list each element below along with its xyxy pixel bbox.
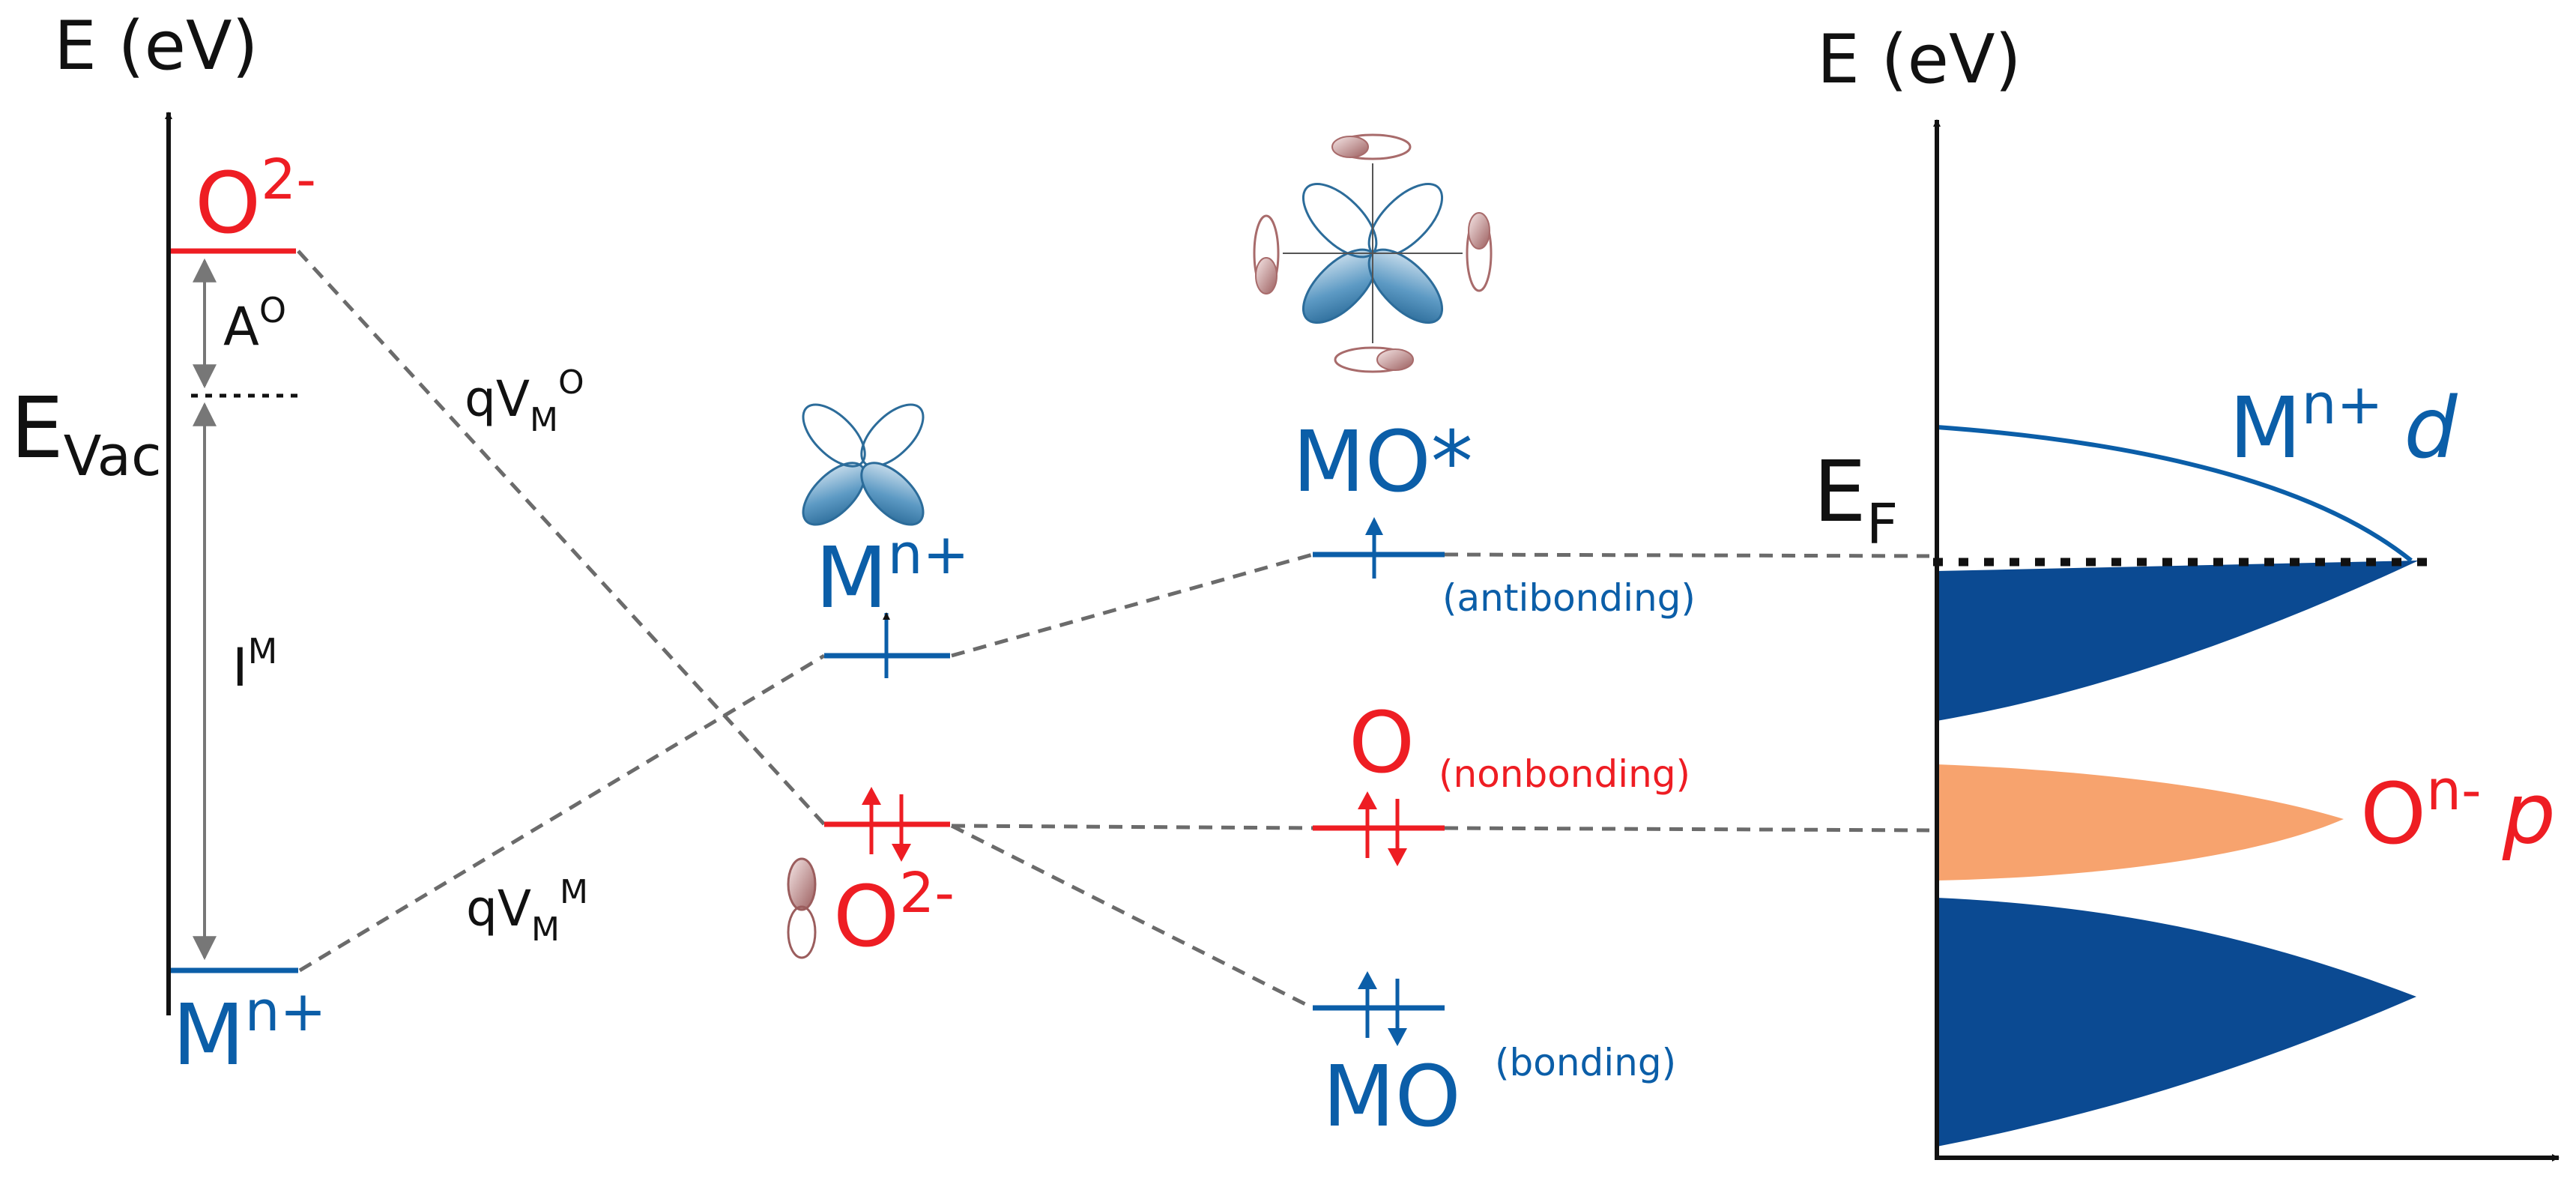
nonbonding-o-label: O: [1349, 695, 1415, 792]
band-axis-label: E (eV): [1817, 20, 2022, 99]
nonbonding-to-pband-line: [1444, 826, 1930, 833]
qvm-label: qVMM: [466, 873, 588, 949]
mn-to-antibonding-line: [951, 552, 1313, 658]
antibonding-note: (antibonding): [1442, 576, 1696, 620]
nonbonding-electron-down-head: [1388, 848, 1407, 866]
ion-levels-panel: Mn+ O2-: [787, 403, 970, 966]
valence-band: [1937, 898, 2416, 1147]
left-energy-panel: E (eV) O2- EVac AO IM Mn+: [10, 7, 327, 1084]
antibonding-electron-up-head: [1365, 517, 1383, 535]
left-axis-label: E (eV): [54, 7, 258, 85]
o2-ion-label: O2-: [833, 861, 955, 966]
d-orbital-icon: [802, 403, 925, 526]
p-orbital-icon: [787, 857, 817, 959]
mn-ion-label: Mn+: [815, 522, 970, 627]
o-to-nonbonding-line: [951, 824, 1313, 830]
mn-vacuum-label: Mn+: [172, 979, 327, 1084]
antibonding-to-fermi-line: [1444, 552, 1930, 558]
o2-ion-electron-down-head: [892, 844, 911, 862]
d-band-filled: [1937, 561, 2419, 721]
bonding-note: (bonding): [1495, 1041, 1676, 1084]
m-madelung-dashed-line: [298, 653, 826, 973]
d-band-label: Mn+d: [2229, 372, 2458, 477]
mo-connectors: [950, 552, 1930, 1010]
bonding-mo-label: MO: [1322, 1048, 1461, 1146]
bonding-electron-down-head: [1388, 1028, 1407, 1046]
evac-label: EVac: [10, 380, 162, 489]
nonbonding-note: (nonbonding): [1439, 752, 1690, 796]
madelung-connectors: [297, 250, 826, 973]
p-band-label: On-p: [2360, 758, 2556, 863]
band-structure-panel: EF E (eV) Mn+d On-p: [1813, 20, 2560, 1162]
o2-vacuum-label: O2-: [195, 148, 316, 253]
electron-affinity-label: AO: [223, 290, 286, 357]
molecular-orbital-panel: MO* (antibonding) O (nonbonding) MO (bon…: [1253, 133, 1696, 1146]
o-to-bonding-line: [950, 824, 1314, 1010]
bonding-electron-up-head: [1358, 971, 1377, 989]
d-band-outline: [1936, 425, 2413, 563]
qvo-label: qVMO: [465, 363, 584, 439]
o-madelung-dashed-line: [297, 250, 826, 826]
o2-ion-electron-up-head: [862, 787, 881, 805]
mo-orbital-icon: [1253, 133, 1493, 373]
nonbonding-electron-up-head: [1358, 791, 1377, 809]
p-band: [1937, 764, 2344, 881]
antibonding-mo-label: MO*: [1292, 414, 1473, 511]
ionization-energy-label: IM: [232, 631, 277, 698]
fermi-level-label: EF: [1813, 444, 1898, 557]
